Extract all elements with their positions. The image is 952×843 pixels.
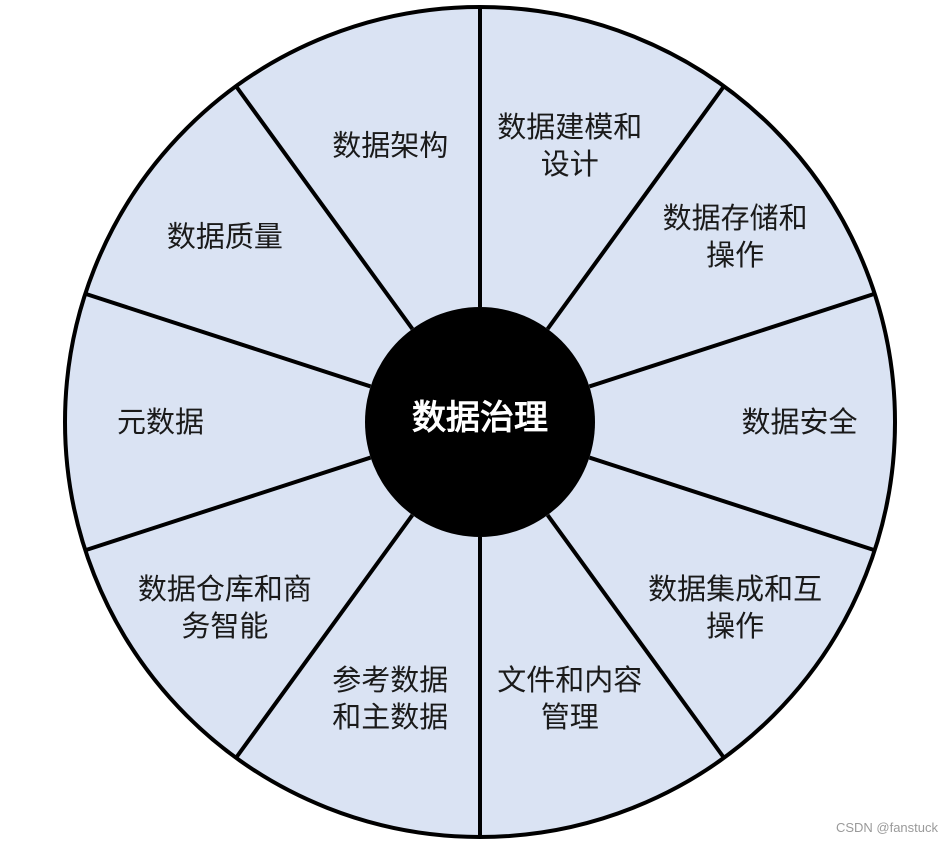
segment-divider xyxy=(588,455,876,553)
wheel-segment xyxy=(85,86,480,423)
segment-label: 数据质量 xyxy=(167,220,283,254)
wheel-segments xyxy=(64,6,895,837)
wheel-segment xyxy=(480,422,875,758)
segment-label-line: 参考数据 xyxy=(332,663,448,697)
segment-label-line: 数据建模和 xyxy=(497,110,642,144)
segment-label-line: 数据存储和 xyxy=(663,201,808,235)
segment-label-line: 设计 xyxy=(541,147,599,181)
segment-labels: 数据建模和设计数据存储和操作数据安全数据集成和互操作文件和内容管理参考数据和主数… xyxy=(117,110,858,734)
segment-label-line: 操作 xyxy=(706,238,764,272)
segment-label-line: 元数据 xyxy=(117,405,204,439)
segment-label-line: 数据集成和互 xyxy=(648,572,822,606)
segment-label: 元数据 xyxy=(117,405,204,439)
outer-ring xyxy=(63,5,897,839)
wheel-segment xyxy=(480,7,724,422)
wheel-segment xyxy=(480,86,875,423)
segment-label-line: 数据质量 xyxy=(167,220,283,254)
segment-label-line: 数据仓库和商 xyxy=(138,572,312,606)
segment-label: 数据集成和互操作 xyxy=(648,572,822,643)
segment-label: 数据安全 xyxy=(742,405,858,439)
segment-label-line: 数据架构 xyxy=(332,129,448,163)
center-label: 数据治理 xyxy=(412,398,548,438)
wheel-segment xyxy=(64,293,480,551)
segment-label: 文件和内容管理 xyxy=(497,663,642,734)
segment-label: 数据仓库和商务智能 xyxy=(138,572,312,643)
segment-label: 参考数据和主数据 xyxy=(332,663,448,734)
segment-label: 数据存储和操作 xyxy=(663,201,808,272)
segment-divider xyxy=(545,513,726,759)
segment-label: 数据建模和设计 xyxy=(497,110,642,181)
segment-label-line: 数据安全 xyxy=(742,405,858,439)
segment-label-line: 务智能 xyxy=(181,609,268,643)
wheel-segment xyxy=(236,422,480,837)
segment-divider xyxy=(588,291,876,389)
segment-label-line: 操作 xyxy=(706,609,764,643)
segment-divider xyxy=(234,85,415,331)
wheel-segment xyxy=(480,293,895,551)
segment-label-line: 文件和内容 xyxy=(497,663,642,697)
segment-divider xyxy=(545,85,726,331)
watermark: CSDN @fanstuck xyxy=(835,820,938,835)
segment-divider xyxy=(84,455,372,553)
wheel-dividers xyxy=(84,7,876,837)
segment-label-line: 管理 xyxy=(541,700,599,734)
segment-divider xyxy=(234,513,415,759)
segment-label-line: 和主数据 xyxy=(332,700,448,734)
wheel-segment xyxy=(236,6,480,422)
wheel-segment xyxy=(480,422,724,837)
segment-label: 数据架构 xyxy=(332,129,448,163)
wheel-segment xyxy=(85,422,480,758)
segment-divider xyxy=(84,291,372,389)
center-hub xyxy=(365,307,595,537)
